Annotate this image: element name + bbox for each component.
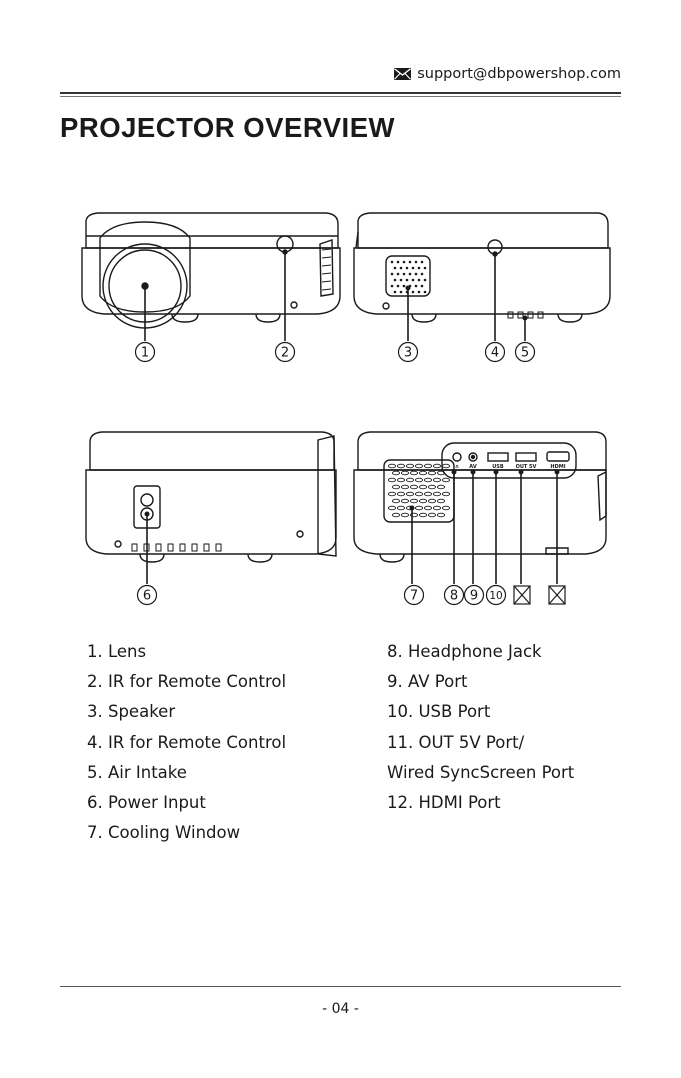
page-title: PROJECTOR OVERVIEW bbox=[60, 112, 395, 143]
page-number: - 04 - bbox=[322, 1001, 359, 1017]
legend-left: 1. Lens 2. IR for Remote Control 3. Spea… bbox=[87, 637, 286, 848]
callout-5 bbox=[514, 341, 536, 363]
projector-front-view bbox=[81, 212, 341, 329]
callout-11-box bbox=[513, 585, 531, 605]
legend-item: 6. Power Input bbox=[87, 792, 206, 812]
leader-dots bbox=[142, 249, 560, 517]
legend-item: 5. Air Intake bbox=[87, 762, 187, 782]
callout-6 bbox=[136, 584, 158, 606]
port-label-av: AV bbox=[469, 464, 477, 470]
callout-4-text: 4 bbox=[491, 346, 499, 361]
cooling-window-slots bbox=[387, 463, 451, 518]
callout-7-text: 7 bbox=[410, 589, 418, 604]
header-rule bbox=[60, 92, 621, 94]
callout-3-text: 3 bbox=[404, 346, 412, 361]
callout-10-text: 10 bbox=[489, 590, 502, 602]
callout-8-text: 8 bbox=[450, 589, 458, 604]
callout-1-text: 1 bbox=[141, 346, 149, 361]
projector-side-view bbox=[85, 431, 337, 563]
speaker-grille-pattern bbox=[390, 260, 427, 294]
callout-2 bbox=[274, 341, 296, 363]
callout-10 bbox=[485, 584, 507, 606]
projector-back-view bbox=[353, 212, 611, 323]
legend-item: 7. Cooling Window bbox=[87, 823, 241, 843]
callout-5-text: 5 bbox=[521, 346, 529, 361]
legend-item: 9. AV Port bbox=[387, 672, 468, 692]
legend-item: 11. OUT 5V Port/ bbox=[387, 732, 525, 752]
footer-rule bbox=[60, 986, 621, 987]
projector-diagrams: ∩ AV USB OUT 5V HDMI bbox=[81, 212, 611, 606]
header-rule-thin bbox=[60, 96, 621, 97]
envelope-icon bbox=[394, 68, 412, 80]
headphone-symbol: ∩ bbox=[455, 464, 459, 470]
av-port bbox=[468, 452, 478, 462]
callout-3 bbox=[397, 341, 419, 363]
legend-item: 3. Speaker bbox=[87, 702, 176, 722]
callout-2-text: 2 bbox=[281, 346, 289, 361]
projector-port-view bbox=[353, 431, 607, 563]
callout-7 bbox=[403, 584, 425, 606]
port-label-usb: USB bbox=[492, 464, 504, 470]
callout-8 bbox=[443, 584, 465, 606]
callout-4 bbox=[484, 341, 506, 363]
legend-right: 8. Headphone Jack 9. AV Port 10. USB Por… bbox=[387, 637, 574, 818]
support-email[interactable]: support@dbpowershop.com bbox=[417, 66, 621, 82]
callout-9-text: 9 bbox=[470, 589, 478, 604]
legend-item: 4. IR for Remote Control bbox=[87, 732, 287, 752]
headphone-jack bbox=[452, 452, 462, 462]
port-label-out5v: OUT 5V bbox=[516, 464, 537, 470]
legend-item: 8. Headphone Jack bbox=[387, 642, 542, 661]
legend-item: 10. USB Port bbox=[387, 702, 491, 722]
header-email: support@dbpowershop.com bbox=[394, 66, 621, 82]
callout-9 bbox=[463, 584, 485, 606]
legend-item: 1. Lens bbox=[87, 642, 147, 661]
callout-12-box bbox=[548, 585, 566, 605]
legend-item: Wired SyncScreen Port bbox=[387, 762, 575, 782]
air-intake bbox=[507, 311, 544, 319]
usb-port bbox=[487, 452, 509, 462]
callout-6-text: 6 bbox=[143, 589, 151, 604]
out-5v-port bbox=[515, 452, 537, 462]
leader-lines bbox=[144, 252, 558, 584]
hdmi-port bbox=[546, 451, 570, 462]
legend-item: 2. IR for Remote Control bbox=[87, 672, 287, 692]
callout-1 bbox=[134, 341, 156, 363]
legend-item: 12. HDMI Port bbox=[387, 792, 501, 812]
port-label-hdmi: HDMI bbox=[550, 464, 565, 470]
